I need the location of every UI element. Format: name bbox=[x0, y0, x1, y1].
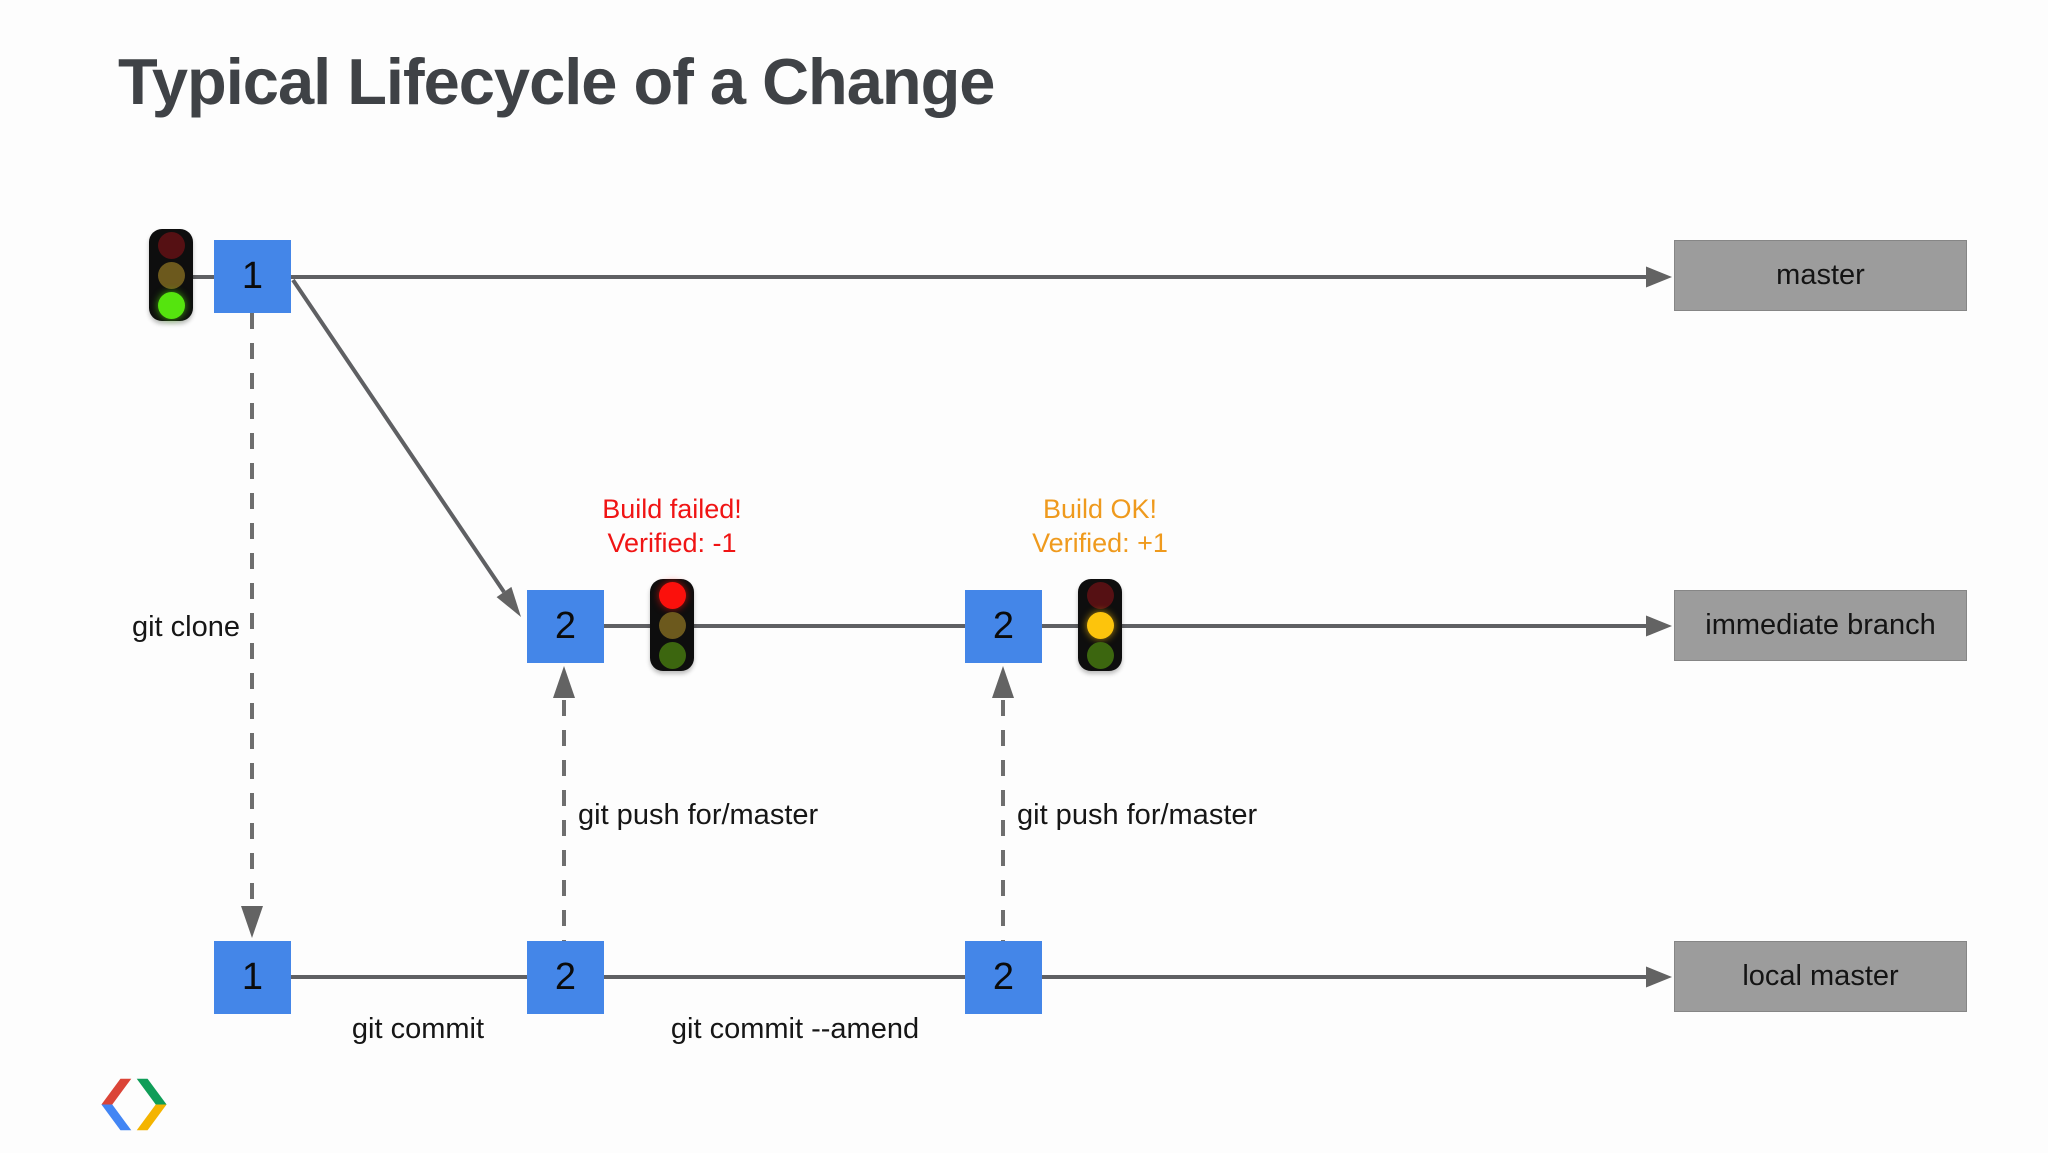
google-developers-logo-icon bbox=[101, 1078, 167, 1131]
branch-label-local: local master bbox=[1674, 941, 1967, 1012]
build-ok-text: Build OK! bbox=[1042, 494, 1158, 524]
git-push-failed-arrowhead-icon bbox=[553, 666, 575, 698]
diagonal-push-line bbox=[291, 278, 506, 594]
commit-box-2-local-amended: 2 bbox=[965, 941, 1042, 1014]
green-lamp-icon bbox=[1086, 641, 1114, 669]
git-commit-amend-label: git commit --amend bbox=[670, 1013, 920, 1045]
commit-box-2-local: 2 bbox=[527, 941, 604, 1014]
git-clone-label: git clone bbox=[131, 611, 240, 643]
commit-box-1-master: 1 bbox=[214, 240, 291, 313]
yellow-lamp-icon bbox=[157, 261, 185, 289]
build-failed-text: Build failed! bbox=[602, 494, 742, 524]
master-arrowhead-icon bbox=[1646, 266, 1672, 288]
red-lamp-icon bbox=[157, 231, 185, 259]
traffic-light-green-icon bbox=[149, 229, 193, 321]
commit-box-1-local: 1 bbox=[214, 941, 291, 1014]
git-push-failed-label: git push for/master bbox=[578, 799, 819, 831]
green-lamp-icon bbox=[658, 641, 686, 669]
branch-label-immediate: immediate branch bbox=[1674, 590, 1967, 661]
local-arrowhead-icon bbox=[1646, 966, 1672, 988]
verified-plus-text: Verified: +1 bbox=[1032, 528, 1168, 558]
yellow-lamp-icon bbox=[658, 611, 686, 639]
immediate-arrowhead-icon bbox=[1646, 615, 1672, 637]
build-failed-status: Build failed! Verified: -1 bbox=[532, 492, 812, 560]
page-title: Typical Lifecycle of a Change bbox=[118, 45, 995, 118]
verified-minus-text: Verified: -1 bbox=[607, 528, 737, 558]
traffic-light-red-icon bbox=[650, 579, 694, 671]
green-lamp-icon bbox=[157, 291, 185, 319]
build-ok-status: Build OK! Verified: +1 bbox=[960, 492, 1240, 560]
logo-red-arm bbox=[101, 1078, 132, 1105]
yellow-lamp-icon bbox=[1086, 611, 1114, 639]
git-push-ok-label: git push for/master bbox=[1017, 799, 1258, 831]
git-push-ok-arrowhead-icon bbox=[992, 666, 1014, 698]
red-lamp-icon bbox=[1086, 581, 1114, 609]
logo-blue-arm bbox=[101, 1104, 132, 1131]
git-clone-arrowhead-icon bbox=[241, 906, 263, 938]
red-lamp-icon bbox=[658, 581, 686, 609]
logo-green-arm bbox=[136, 1078, 167, 1105]
logo-yellow-arm bbox=[136, 1104, 167, 1131]
commit-box-2-immediate-ok: 2 bbox=[965, 590, 1042, 663]
commit-box-2-immediate-failed: 2 bbox=[527, 590, 604, 663]
diagonal-arrowhead-icon bbox=[496, 586, 521, 617]
git-commit-label: git commit bbox=[351, 1013, 485, 1045]
branch-label-master: master bbox=[1674, 240, 1967, 311]
traffic-light-yellow-icon bbox=[1078, 579, 1122, 671]
